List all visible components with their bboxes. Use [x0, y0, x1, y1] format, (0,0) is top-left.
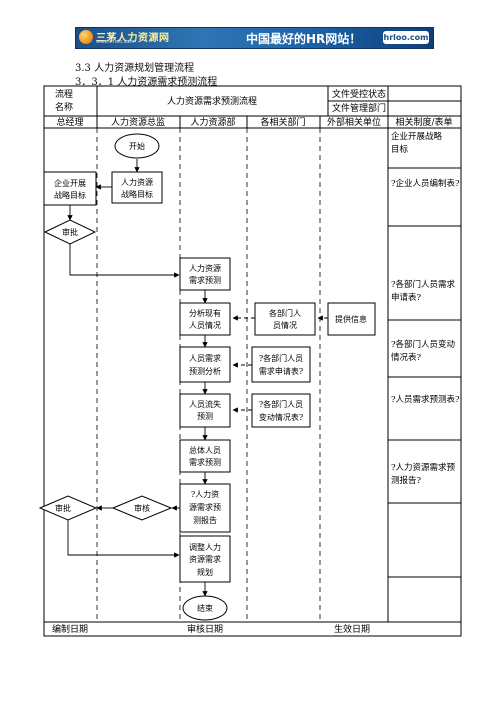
approve-label-2: 审批: [55, 503, 71, 513]
ceo-goal-node: [43, 171, 97, 206]
analyze-staff-label-1: 分析现有: [189, 308, 221, 318]
form-5-line-1: ?人员需求预测表?: [391, 394, 460, 405]
approve-diamond-1: [43, 219, 97, 245]
dept-demand-form-label-1: ?各部门人员: [259, 353, 303, 363]
demand-analysis-node: [179, 346, 231, 383]
adjust-plan-label-1: 调整人力: [189, 542, 221, 552]
hr-demand-forecast-label-1: 人力资源: [189, 263, 221, 273]
form-6-line-2: 测报告?: [391, 475, 422, 486]
dept-staff-label-1: 各部门人: [269, 308, 301, 318]
form-3-line-2: 申请表?: [391, 292, 422, 303]
report-node: [179, 483, 231, 533]
footer-effective-date: 生效日期: [334, 623, 370, 635]
approve-label-1: 审批: [62, 227, 78, 237]
banner-logo-url: www.hrloo.com: [96, 39, 135, 45]
provide-info-node: [327, 302, 376, 336]
dept-change-form-label-2: 变动情况表?: [259, 412, 303, 422]
turnover-forecast-label-1: 人员流失: [189, 399, 221, 409]
footer-review-date: 审核日期: [187, 623, 223, 635]
ceo-goal-label-1: 企业开展: [54, 178, 86, 188]
end-label: 结束: [197, 603, 213, 613]
column-hr-director: 人力资源总监: [111, 116, 165, 128]
analyze-staff-label-2: 人员情况: [189, 320, 221, 330]
dept-demand-form-node: [251, 346, 311, 383]
dept-demand-form-label-2: 需求申请表?: [259, 366, 303, 376]
column-hr-dept: 人力资源部: [190, 116, 235, 128]
review-label: 审核: [134, 503, 150, 513]
column-related-depts: 各相关部门: [260, 116, 305, 128]
ceo-goal-label-2: 战略目标: [54, 190, 86, 200]
total-demand-label-2: 需求预测: [189, 457, 221, 467]
banner-slogan: 中国最好的HR网站！: [246, 32, 362, 46]
turnover-forecast-label-2: 预测: [197, 411, 213, 421]
adjust-plan-label-2: 资源需求: [189, 554, 221, 564]
flow-connectors: [67, 159, 328, 597]
form-4-line-1: ?各部门人员变动: [391, 339, 456, 350]
report-label-3: 测报告: [193, 515, 217, 525]
end-node: [182, 595, 228, 621]
subsection-heading: 3．3．1 人力资源需求预测流程: [75, 77, 218, 88]
hr-demand-forecast-node: [179, 257, 231, 291]
start-node: [114, 133, 160, 159]
dept-staff-label-2: 员情况: [273, 320, 297, 330]
doc-dept-label: 文件管理部门: [332, 102, 386, 114]
form-3-line-1: ?各部门人员需求: [391, 279, 456, 290]
doc-status-label: 文件受控状态: [332, 88, 386, 100]
dept-change-form-node: [251, 393, 311, 428]
banner-logo-name: 三茅人力资源网: [96, 33, 170, 44]
report-label-1: ?人力资: [191, 489, 219, 499]
report-label-2: 源需求预: [189, 502, 221, 512]
hr-goal-label-2: 战略目标: [121, 189, 153, 199]
column-ceo: 总经理: [56, 116, 83, 128]
flow-name: 人力资源需求预测流程: [167, 95, 257, 107]
dept-change-form-label-1: ?各部门人员: [259, 399, 303, 409]
logo-icon: [79, 30, 93, 44]
analyze-staff-node: [179, 302, 231, 336]
form-2-line-1: ?企业人员编制表?: [391, 178, 460, 189]
table-grid: [43, 85, 462, 637]
approve-diamond-2: [38, 495, 98, 521]
total-demand-node: [179, 439, 231, 473]
column-forms: 相关制度/表单: [395, 116, 452, 128]
site-banner: 三茅人力资源网 www.hrloo.com 中国最好的HR网站！ hrloo.c…: [75, 27, 434, 49]
footer-prepared-date: 编制日期: [52, 623, 88, 635]
turnover-forecast-node: [179, 393, 231, 428]
banner-badge: hrloo.com: [383, 31, 429, 44]
form-4-line-2: 情况表?: [391, 352, 422, 363]
provide-info-label: 提供信息: [335, 314, 367, 324]
column-external-units: 外部相关单位: [327, 116, 381, 128]
demand-analysis-label-2: 预测分析: [189, 366, 221, 376]
start-label: 开始: [129, 141, 145, 151]
form-1-line-1: 企业开展战略: [391, 131, 443, 142]
dept-staff-node: [254, 302, 316, 336]
total-demand-label-1: 总体人员: [189, 445, 221, 455]
section-heading: 3.3 人力资源规划管理流程: [75, 63, 195, 74]
adjust-plan-node: [179, 535, 231, 583]
hr-goal-node: [111, 171, 163, 204]
hr-demand-forecast-label-2: 需求预测: [189, 275, 221, 285]
adjust-plan-label-3: 规划: [197, 567, 213, 577]
demand-analysis-label-1: 人员需求: [189, 353, 221, 363]
flow-name-label-2: 名称: [55, 101, 73, 113]
hr-goal-label-1: 人力资源: [121, 177, 153, 187]
flow-name-label-1: 流程: [55, 88, 73, 100]
form-1-line-2: 目标: [391, 144, 409, 155]
review-diamond: [111, 495, 173, 521]
form-6-line-1: ?人力资源需求预: [391, 462, 456, 473]
